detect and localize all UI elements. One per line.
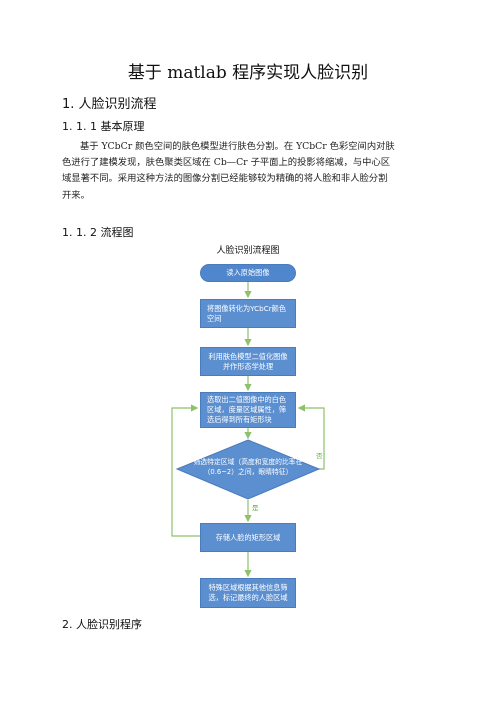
edge-label-no: 否 <box>316 452 323 460</box>
flow-node-start: 读入原始图像 <box>200 264 296 282</box>
flow-node-final: 特殊区域根据其他信息筛选，标记最终的人脸区域 <box>200 578 296 608</box>
paragraph-line: 色进行了建模发现，肤色聚类区域在 Cb—Cr 子平面上的投影将缩减，与中心区 <box>62 157 391 169</box>
paragraph-line: 域显著不同。采用这种方法的图像分割已经能够较为精确的将人脸和非人脸分割 <box>62 173 388 185</box>
subsection-1-1-2-heading: 1. 1. 2 流程图 <box>62 226 134 239</box>
paragraph-line: 基于 YCbCr 颜色空间的肤色模型进行肤色分割。在 YCbCr 色彩空间内对肤 <box>80 141 395 152</box>
flowchart-title: 人脸识别流程图 <box>216 246 280 256</box>
flow-node-decision-label: 筛选特定区域（高度和宽度的比率在（0.6~2）之间，眼睛特征） <box>193 458 303 476</box>
flow-node-binarize: 利用肤色模型二值化图像并作形态学处理 <box>200 347 296 376</box>
flow-node-select: 选取出二值图像中的白色区域，度量区域属性，筛选后得到所有矩形块 <box>200 392 296 428</box>
flow-node-convert: 将图像转化为YCbCr颜色空间 <box>200 299 296 328</box>
flow-node-store: 存储人脸的矩形区域 <box>200 523 296 552</box>
arrow-decision-no-loop <box>297 404 325 470</box>
section-2-heading: 2. 人脸识别程序 <box>62 618 142 631</box>
edge-label-yes: 是 <box>252 504 259 512</box>
section-1-heading: 1. 人脸识别流程 <box>62 97 157 112</box>
principle-paragraph: 基于 YCbCr 颜色空间的肤色模型进行肤色分割。在 YCbCr 色彩空间内对肤… <box>62 139 436 204</box>
paragraph-line: 开来。 <box>62 189 90 201</box>
decision-diamond <box>175 439 321 500</box>
page-title: 基于 matlab 程序实现人脸识别 <box>127 63 369 83</box>
arrow-store-loop-back <box>171 404 201 537</box>
subsection-1-1-1-heading: 1. 1. 1 基本原理 <box>62 120 145 133</box>
